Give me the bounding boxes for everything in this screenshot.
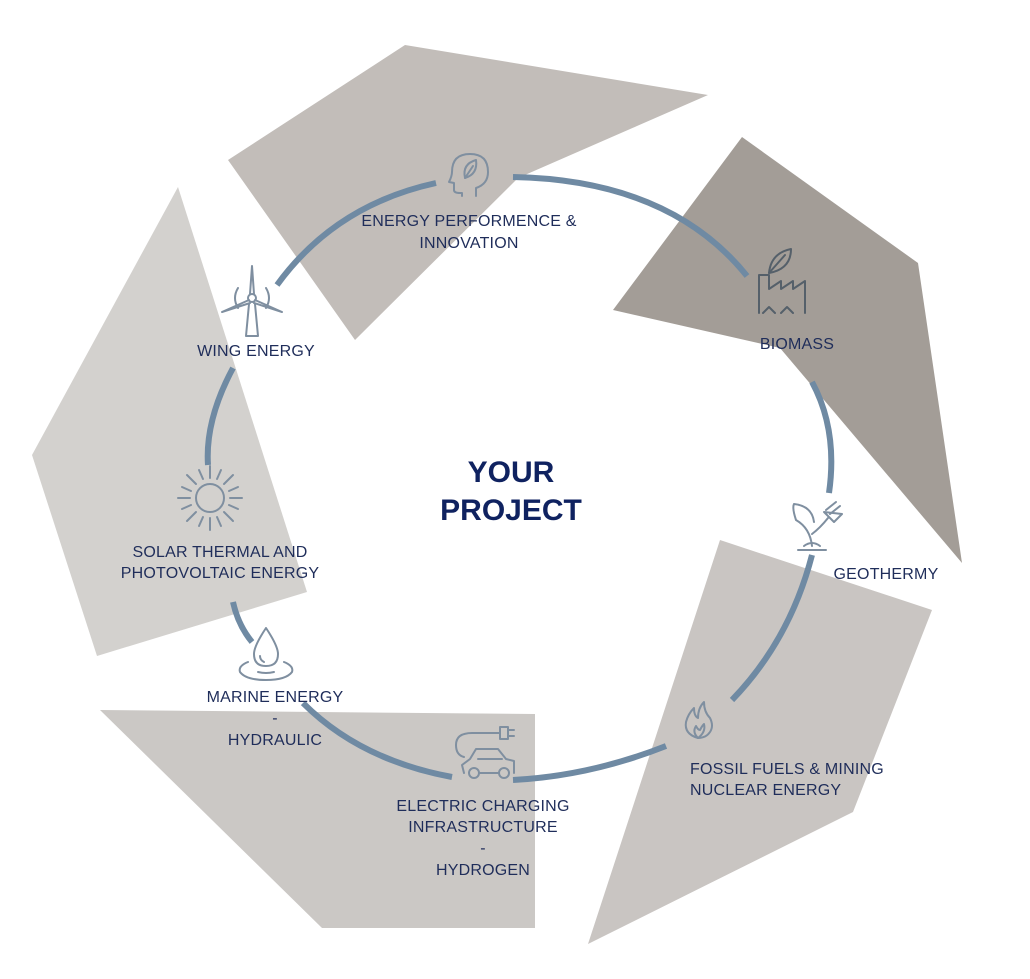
segment-marine-energy: MARINE ENERGY - HYDRAULIC <box>207 689 344 749</box>
segment-label-line: PHOTOVOLTAIC ENERGY <box>121 565 320 582</box>
segment-label-line: INNOVATION <box>419 235 518 252</box>
center-title: YOUR PROJECT <box>440 456 582 527</box>
segment-geothermy: GEOTHERMY <box>834 566 939 583</box>
head-leaf-icon <box>448 153 489 197</box>
center-title-line: PROJECT <box>440 494 582 527</box>
ring-arc-bottom-left <box>300 700 453 780</box>
shape-bottom-right <box>588 540 932 944</box>
center-title-line: YOUR <box>468 456 555 489</box>
wind-turbine-icon <box>221 265 283 337</box>
ring-arc-top-right <box>512 174 750 278</box>
segment-label-line: GEOTHERMY <box>834 566 939 583</box>
flame-icon <box>684 701 713 739</box>
shape-bottom <box>100 710 535 928</box>
segment-label-line: SOLAR THERMAL AND <box>132 544 307 561</box>
ring-arc-lower-right <box>729 554 815 703</box>
segment-wing-energy: WING ENERGY <box>197 343 315 360</box>
ring-arc-left <box>204 366 236 466</box>
segment-label-line: WING ENERGY <box>197 343 315 360</box>
ring <box>204 174 835 783</box>
shape-left <box>32 187 307 656</box>
sun-icon <box>177 465 243 531</box>
factory-leaf-icon <box>758 248 806 314</box>
segment-label-line: BIOMASS <box>760 336 834 353</box>
ring-arc-bottom-right <box>512 743 668 783</box>
segment-label-line: HYDRAULIC <box>228 732 322 749</box>
segment-label-line: ENERGY PERFORMENCE & <box>361 213 576 230</box>
ring-arc-left-lower <box>230 601 255 644</box>
segment-fossil-fuels: FOSSIL FUELS & MINING NUCLEAR ENERGY <box>690 761 884 799</box>
segment-energy-performance: ENERGY PERFORMENCE & INNOVATION <box>361 213 576 252</box>
ring-arc-top <box>274 180 437 287</box>
ring-arc-right <box>809 380 835 494</box>
segment-label-line: HYDROGEN <box>436 862 530 879</box>
plant-plug-icon <box>792 501 843 551</box>
segment-solar: SOLAR THERMAL AND PHOTOVOLTAIC ENERGY <box>121 544 320 582</box>
segment-label-line: - <box>480 840 486 857</box>
shape-top <box>228 45 708 340</box>
shape-top-right <box>613 137 962 563</box>
segment-biomass: BIOMASS <box>760 336 834 353</box>
segment-label-line: INFRASTRUCTURE <box>408 819 557 836</box>
segment-label-line: NUCLEAR ENERGY <box>690 782 841 799</box>
segment-label-line: FOSSIL FUELS & MINING <box>690 761 884 778</box>
segment-label-line: ELECTRIC CHARGING <box>396 798 569 815</box>
water-drop-icon <box>238 627 294 681</box>
segment-label-line: MARINE ENERGY <box>207 689 344 706</box>
segment-label-line: - <box>272 710 278 727</box>
electric-car-icon <box>455 726 515 779</box>
segment-electric-charging: ELECTRIC CHARGING INFRASTRUCTURE - HYDRO… <box>396 798 569 879</box>
